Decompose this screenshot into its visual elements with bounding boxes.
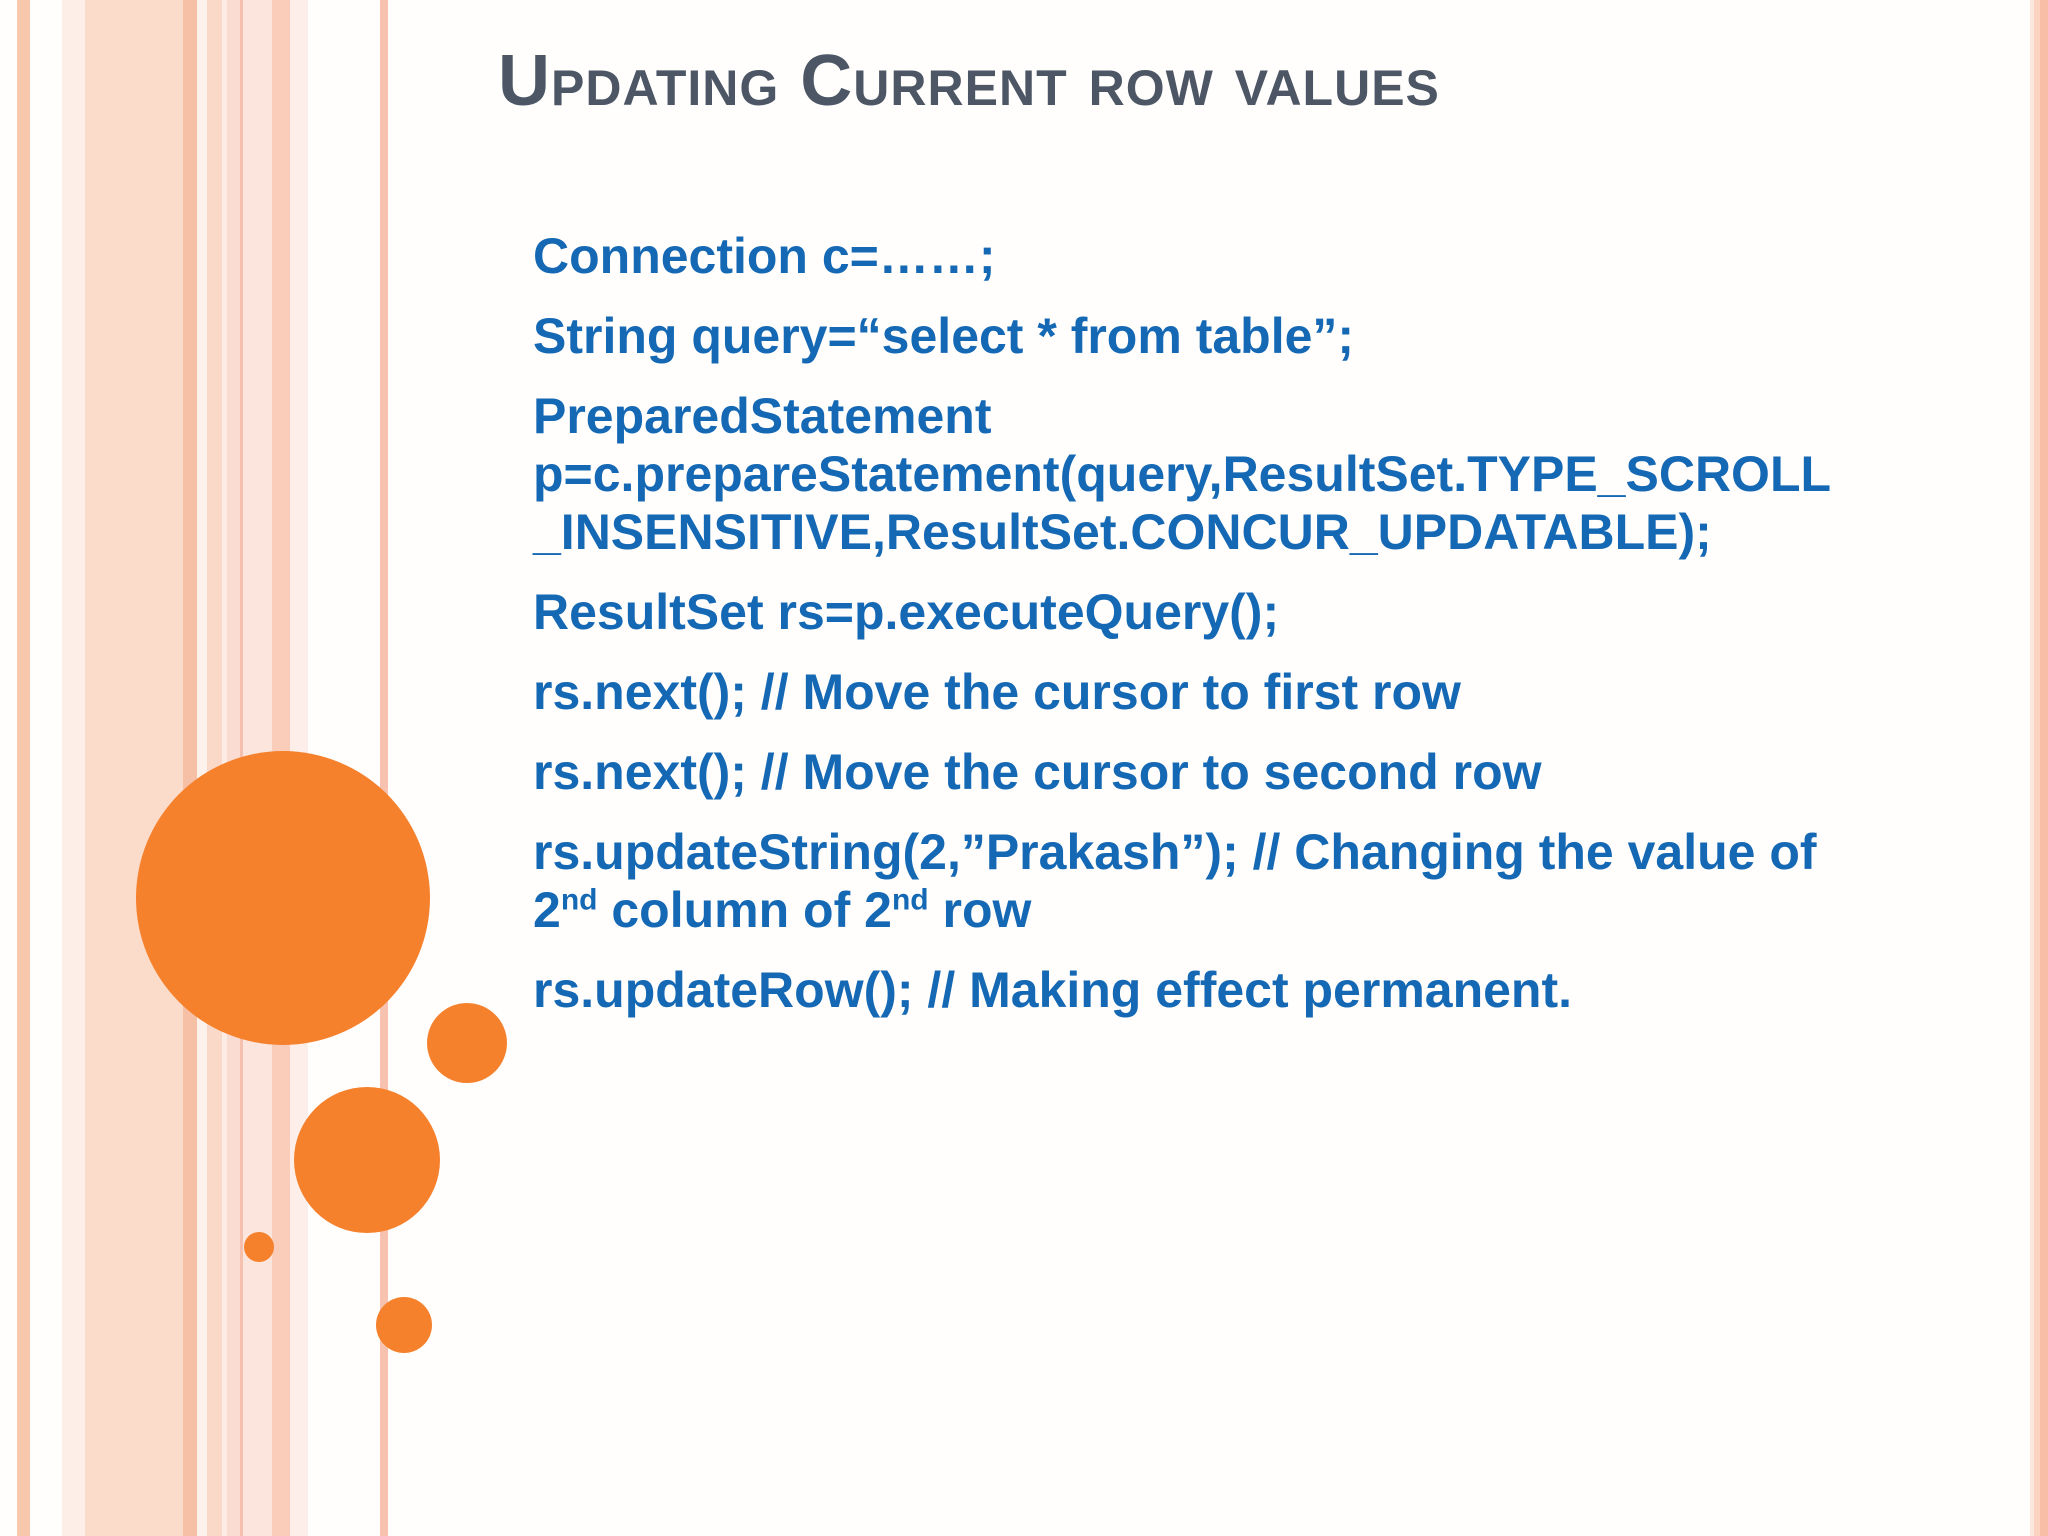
- background-stripe: [2034, 0, 2040, 1536]
- background-stripe: [85, 0, 183, 1536]
- superscript-text: nd: [891, 883, 929, 917]
- background-stripe: [2030, 0, 2034, 1536]
- background-stripe: [2040, 0, 2048, 1536]
- slide-title: Updating Current row values: [498, 41, 1440, 121]
- code-text: row: [928, 882, 1032, 938]
- code-line: rs.updateString(2,”Prakash”); // Changin…: [533, 824, 1817, 880]
- code-line: rs.next(); // Move the cursor to second …: [533, 744, 1542, 800]
- code-text: column of 2: [597, 882, 892, 938]
- code-text-block: Connection c=……; String query=“select * f…: [533, 227, 1973, 1019]
- orange-circle-tiny: [244, 1232, 274, 1262]
- background-stripe: [197, 0, 207, 1536]
- code-line: 2nd column of 2nd row: [533, 881, 1973, 939]
- code-line: String query=“select * from table”;: [533, 308, 1355, 364]
- background-stripe: [62, 0, 85, 1536]
- code-line: Connection c=……;: [533, 228, 996, 284]
- orange-circle-small-upper: [427, 1003, 507, 1083]
- code-line: rs.next(); // Move the cursor to first r…: [533, 664, 1461, 720]
- background-stripe: [380, 0, 388, 1536]
- superscript-text: nd: [560, 883, 598, 917]
- orange-circle-medium: [294, 1087, 440, 1233]
- code-line: PreparedStatement: [533, 388, 992, 444]
- code-line: _INSENSITIVE,ResultSet.CONCUR_UPDATABLE)…: [533, 504, 1712, 560]
- background-stripe: [183, 0, 197, 1536]
- orange-circle-large: [136, 751, 430, 1045]
- code-line: ResultSet rs=p.executeQuery();: [533, 584, 1280, 640]
- orange-circle-small-lower: [376, 1297, 432, 1353]
- code-text: 2: [533, 882, 561, 938]
- background-stripe: [17, 0, 30, 1536]
- code-line: p=c.prepareStatement(query,ResultSet.TYP…: [533, 446, 1832, 502]
- code-line: rs.updateRow(); // Making effect permane…: [533, 962, 1573, 1018]
